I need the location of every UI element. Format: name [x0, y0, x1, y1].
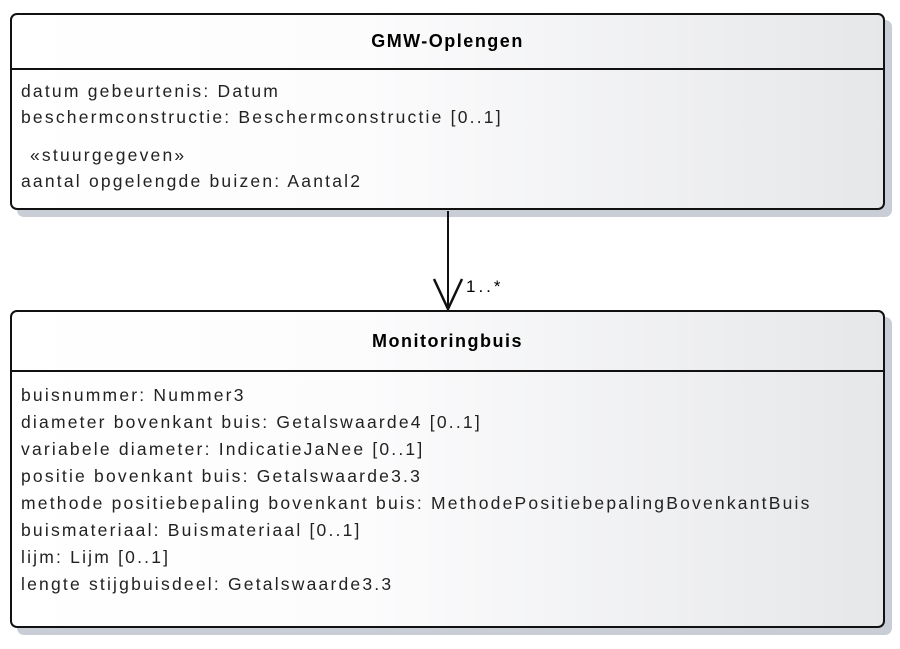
multiplicity-label: 1..* [466, 277, 504, 296]
attribute-compartment: buisnummer: Nummer3 diameter bovenkant b… [12, 372, 883, 598]
class-title: Monitoringbuis [12, 312, 883, 372]
class-attribute: methode positiebepaling bovenkant buis: … [21, 493, 812, 513]
class-attribute: buismateriaal: Buismateriaal [0..1] [21, 520, 362, 540]
class-box-monitoringbuis: Monitoringbuis buisnummer: Nummer3 diame… [10, 310, 885, 628]
class-attribute: diameter bovenkant buis: Getalswaarde4 [… [21, 412, 482, 432]
class-attribute: lengte stijgbuisdeel: Getalswaarde3.3 [21, 574, 394, 594]
open-arrowhead-icon [432, 278, 464, 312]
class-title: GMW-Oplengen [12, 15, 883, 70]
class-attribute: positie bovenkant buis: Getalswaarde3.3 [21, 466, 422, 486]
class-attribute: buisnummer: Nummer3 [21, 385, 246, 405]
class-attribute: variabele diameter: IndicatieJaNee [0..1… [21, 439, 425, 459]
class-attribute: aantal opgelengde buizen: Aantal2 [21, 171, 363, 191]
attribute-spacer [21, 130, 877, 142]
attribute-compartment: datum gebeurtenis: Datum beschermconstru… [12, 70, 883, 194]
class-attribute: lijm: Lijm [0..1] [21, 547, 171, 567]
class-box-gmw-oplengen: GMW-Oplengen datum gebeurtenis: Datum be… [10, 13, 885, 210]
class-attribute: beschermconstructie: Beschermconstructie… [21, 107, 503, 127]
class-attribute: datum gebeurtenis: Datum [21, 81, 281, 101]
stereotype-label: «stuurgegeven» [30, 145, 187, 165]
